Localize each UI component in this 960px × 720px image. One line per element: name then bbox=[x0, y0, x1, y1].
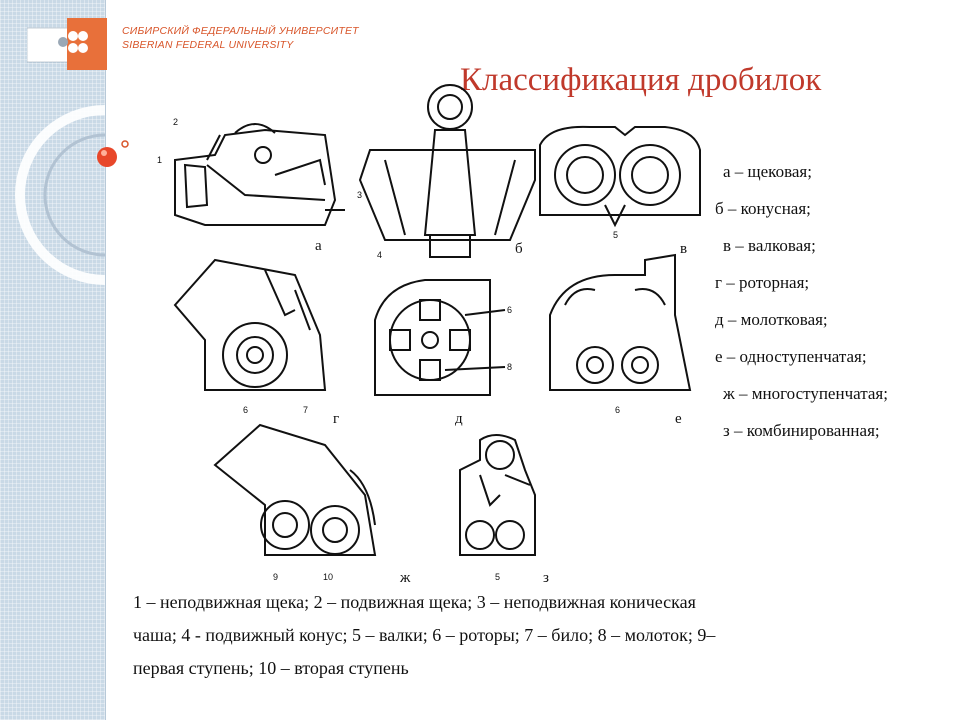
svg-text:5: 5 bbox=[495, 572, 500, 582]
svg-text:6: 6 bbox=[507, 305, 512, 315]
svg-text:6: 6 bbox=[615, 405, 620, 415]
panel-label-g: г bbox=[333, 411, 339, 427]
panel-label-v: в bbox=[680, 241, 687, 257]
drawing-multi-stage-crusher: ж 9 10 bbox=[213, 423, 411, 586]
sidebar-decoration bbox=[0, 0, 106, 720]
svg-text:5: 5 bbox=[613, 230, 618, 240]
caption-line-3: первая ступень; 10 – вторая ступень bbox=[133, 658, 409, 678]
legend-item: е – одноступенчатая; bbox=[715, 347, 867, 366]
panel-label-a: а bbox=[315, 238, 322, 254]
svg-text:9: 9 bbox=[273, 572, 278, 582]
slide-title: Классификация дробилок bbox=[460, 62, 822, 98]
university-name-en: SIBERIAN FEDERAL UNIVERSITY bbox=[122, 39, 294, 51]
svg-text:8: 8 bbox=[507, 362, 512, 372]
caption-line-1: 1 – неподвижная щека; 2 – подвижная щека… bbox=[133, 592, 696, 612]
svg-text:7: 7 bbox=[303, 405, 308, 415]
legend-item: а – щековая; bbox=[723, 162, 812, 181]
svg-text:3: 3 bbox=[357, 190, 362, 200]
accent-ball bbox=[97, 147, 117, 167]
panel-label-b: б bbox=[515, 241, 523, 257]
svg-text:6: 6 bbox=[243, 405, 248, 415]
caption-line-2: чаша; 4 - подвижный конус; 5 – валки; 6 … bbox=[133, 625, 716, 645]
university-logo-icon bbox=[27, 18, 107, 70]
drawing-hammer-crusher: д 6 8 bbox=[374, 279, 512, 427]
svg-text:4: 4 bbox=[377, 250, 382, 260]
svg-text:10: 10 bbox=[323, 572, 333, 582]
crusher-type-legend: а – щековая; б – конусная; в – валковая;… bbox=[715, 162, 960, 458]
legend-item: в – валковая; bbox=[723, 236, 816, 255]
drawing-jaw-crusher: а 2 1 bbox=[157, 117, 345, 254]
legend-item: ж – многоступенчатая; bbox=[723, 384, 888, 403]
drawing-combined-crusher: з 5 bbox=[459, 434, 549, 586]
svg-text:1: 1 bbox=[157, 155, 162, 165]
drawing-cone-crusher: б 3 4 bbox=[357, 84, 536, 260]
legend-item: д – молотковая; bbox=[715, 310, 828, 329]
university-name: СИБИРСКИЙ ФЕДЕРАЛЬНЫЙ УНИВЕРСИТЕТ SIBERI… bbox=[122, 24, 359, 52]
legend-item: г – роторная; bbox=[715, 273, 810, 292]
legend-item: б – конусная; bbox=[715, 199, 811, 218]
panel-label-d: д bbox=[455, 411, 463, 427]
drawing-rotor-crusher: г 6 7 bbox=[173, 258, 339, 427]
decorative-arcs bbox=[15, 105, 129, 285]
svg-text:2: 2 bbox=[173, 117, 178, 127]
parts-caption: 1 – неподвижная щека; 2 – подвижная щека… bbox=[133, 586, 933, 685]
legend-item: з – комбинированная; bbox=[723, 421, 880, 440]
university-name-ru: СИБИРСКИЙ ФЕДЕРАЛЬНЫЙ УНИВЕРСИТЕТ bbox=[122, 25, 359, 37]
panel-label-e: е bbox=[675, 411, 682, 427]
drawing-single-stage-crusher: е 6 bbox=[549, 253, 692, 427]
panel-label-z: з bbox=[543, 570, 549, 586]
panel-label-zh: ж bbox=[399, 570, 411, 586]
drawing-roll-crusher: в 5 bbox=[539, 125, 701, 257]
crusher-drawings: а 2 1 б 3 4 в 5 г 6 7 bbox=[157, 84, 701, 586]
